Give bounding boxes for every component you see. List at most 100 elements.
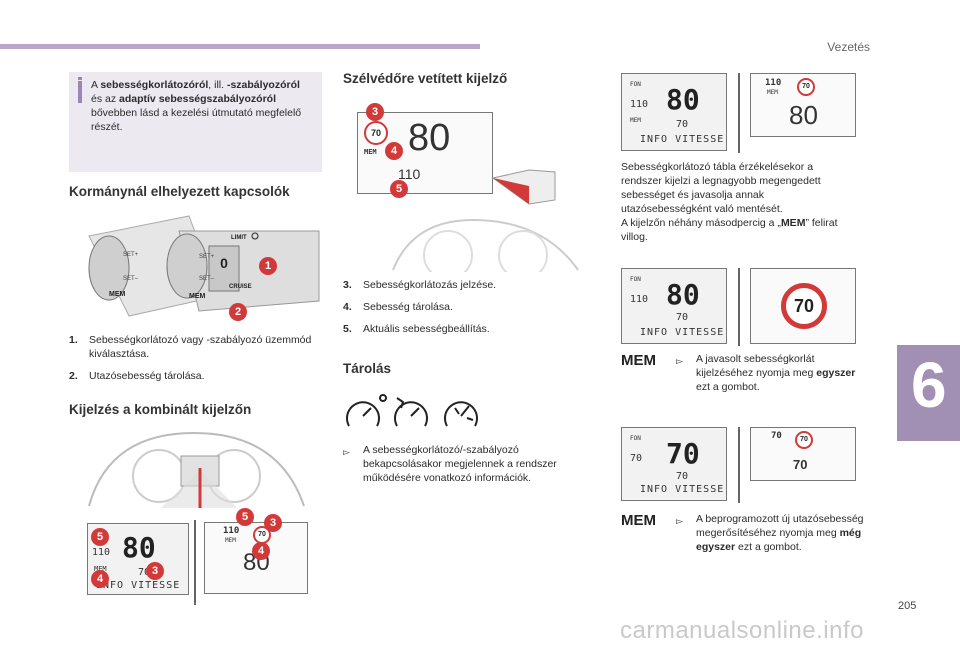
marker-5: 5 (390, 180, 408, 198)
hud-speed: 80 (789, 100, 818, 130)
lcd-speed: 80 (666, 83, 700, 116)
set-plus-label-a: SET+ (123, 252, 139, 258)
hud-mem: MEM (767, 89, 778, 96)
info-box: A sebességkorlátozóról, ill. -szabályozó… (69, 72, 322, 172)
controls-heading: Kormánynál elhelyezett kapcsolók (69, 184, 290, 199)
bullet-icon: ▻ (676, 356, 683, 366)
watermark: carmanualsonline.info (620, 617, 864, 644)
hud-set-speed: 70 (771, 431, 782, 441)
chapter-title: Vezetés (827, 40, 870, 54)
step-1: ▻ A javasolt sebességkorlát kijelzéséhez… (676, 353, 856, 393)
header-bar (0, 44, 480, 49)
right-hud-2: 70 (750, 268, 856, 344)
set-minus-label-b: SET– (199, 276, 215, 282)
dashboard-illustration (88, 431, 305, 508)
section-tab-number: 6 (911, 349, 947, 421)
mem-button-1[interactable]: MEM (621, 352, 656, 369)
lcd-fon: FON (630, 81, 641, 88)
controls-list: 1.Sebességkorlátozó vagy -szabályozó üze… (69, 333, 319, 391)
limit-label: LIMIT (231, 235, 247, 241)
set-plus-label-b: SET+ (199, 254, 215, 260)
lcd-fon: FON (630, 435, 641, 442)
set-minus-label-a: SET– (123, 276, 139, 282)
lcd-speed: 70 (666, 437, 700, 470)
marker-2: 2 (229, 303, 247, 321)
lcd-set-speed: 110 (630, 294, 649, 305)
bullet-icon: ▻ (676, 516, 683, 526)
storage-heading: Tárolás (343, 361, 392, 376)
lcd-info: INFO VITESSE (640, 327, 725, 338)
marker-5: 5 (236, 508, 254, 526)
hud-mem: MEM (364, 148, 377, 156)
list-item: 3.Sebességkorlátozás jelzése. (343, 279, 497, 291)
right-lcd-3: FON 70 70 70 INFO VITESSE (621, 427, 727, 501)
lcd-info: INFO VITESSE (96, 580, 181, 591)
hud-set-speed: 110 (398, 166, 421, 182)
storage-bullet: ▻ A sebességkorlátozó/-szabályozó bekapc… (343, 444, 557, 484)
list-item: 5.Aktuális sebességbeállítás. (343, 323, 490, 335)
divider (738, 427, 740, 503)
cruise-control-icon (394, 397, 428, 427)
info-icon (78, 77, 82, 80)
right-hud-3: 70 70 70 (750, 427, 856, 481)
bullet-icon: ▻ (343, 447, 350, 457)
limit-zero-label: 0 (220, 255, 228, 271)
marker-1: 1 (259, 257, 277, 275)
lcd-mem: MEM (94, 565, 107, 573)
info-text: A sebességkorlátozóról, ill. -szabályozó… (91, 79, 302, 133)
lcd-limit: 70 (138, 567, 151, 578)
cruise-label: CRUISE (229, 284, 252, 290)
list-item: 4.Sebesség tárolása. (343, 301, 453, 313)
lcd-limit: 70 (676, 471, 689, 482)
hud-speed: 70 (793, 457, 808, 472)
mem-button-2[interactable]: MEM (621, 512, 656, 529)
section-tab: 6 (897, 345, 960, 441)
marker-4: 4 (385, 142, 403, 160)
speed-limit-sign: 70 (781, 283, 827, 329)
hud-mem: MEM (225, 537, 236, 544)
hud-heading: Szélvédőre vetített kijelző (343, 71, 508, 86)
divider (738, 268, 740, 346)
marker-3: 3 (146, 562, 164, 580)
lcd-limit: 70 (676, 312, 689, 323)
speed-limiter-icon (346, 394, 387, 427)
right-paragraph: Sebességkorlátozó tábla érzékelésekor a … (621, 161, 838, 243)
page-number: 205 (898, 600, 917, 612)
divider (194, 520, 196, 605)
hud-set-speed: 110 (223, 526, 240, 536)
lcd-speed: 80 (666, 278, 700, 311)
info-icon-bar (78, 81, 82, 103)
windshield-illustration (392, 169, 579, 272)
adaptive-cruise-icon (444, 401, 478, 427)
divider (738, 73, 740, 153)
marker-5: 5 (91, 528, 109, 546)
hud-limit-sign: 70 (795, 431, 813, 449)
mem-label-a: MEM (109, 291, 126, 298)
hud-speed: 80 (408, 117, 451, 159)
lcd-info: INFO VITESSE (640, 484, 725, 495)
right-hud-1: 110 MEM 70 80 (750, 73, 856, 137)
hud-set-speed: 110 (765, 78, 782, 88)
marker-3: 3 (264, 514, 282, 532)
hud-limit-sign: 70 (797, 78, 815, 96)
lcd-mem: MEM (630, 117, 641, 124)
marker-4: 4 (91, 570, 109, 588)
storage-icons (346, 394, 478, 427)
lcd-info: INFO VITESSE (640, 134, 725, 145)
lcd-speed: 80 (122, 531, 156, 564)
lcd-set-speed: 110 (630, 99, 649, 110)
mem-label-b: MEM (189, 293, 206, 300)
lcd-fon: FON (630, 276, 641, 283)
hud-limit-sign: 70 (364, 121, 388, 145)
steering-controls-illustration: 0 LIMIT CRUISE SET+ SET– SET+ SET– MEM M… (69, 206, 324, 321)
lcd-set-speed: 70 (630, 453, 643, 464)
lcd-set-speed: 110 (92, 547, 111, 558)
right-lcd-2: FON 80 110 70 INFO VITESSE (621, 268, 727, 344)
list-item: 1.Sebességkorlátozó vagy -szabályozó üze… (69, 334, 312, 360)
combined-display-heading: Kijelzés a kombinált kijelzőn (69, 402, 252, 417)
list-item: 2.Utazósebesség tárolása. (69, 370, 205, 382)
windshield-hud: 70 80 MEM 110 (357, 112, 493, 194)
marker-4: 4 (252, 542, 270, 560)
right-lcd-1: FON 80 110 MEM 70 INFO VITESSE (621, 73, 727, 151)
step-2: ▻ A beprogramozott új utazósebesség mege… (676, 513, 864, 553)
